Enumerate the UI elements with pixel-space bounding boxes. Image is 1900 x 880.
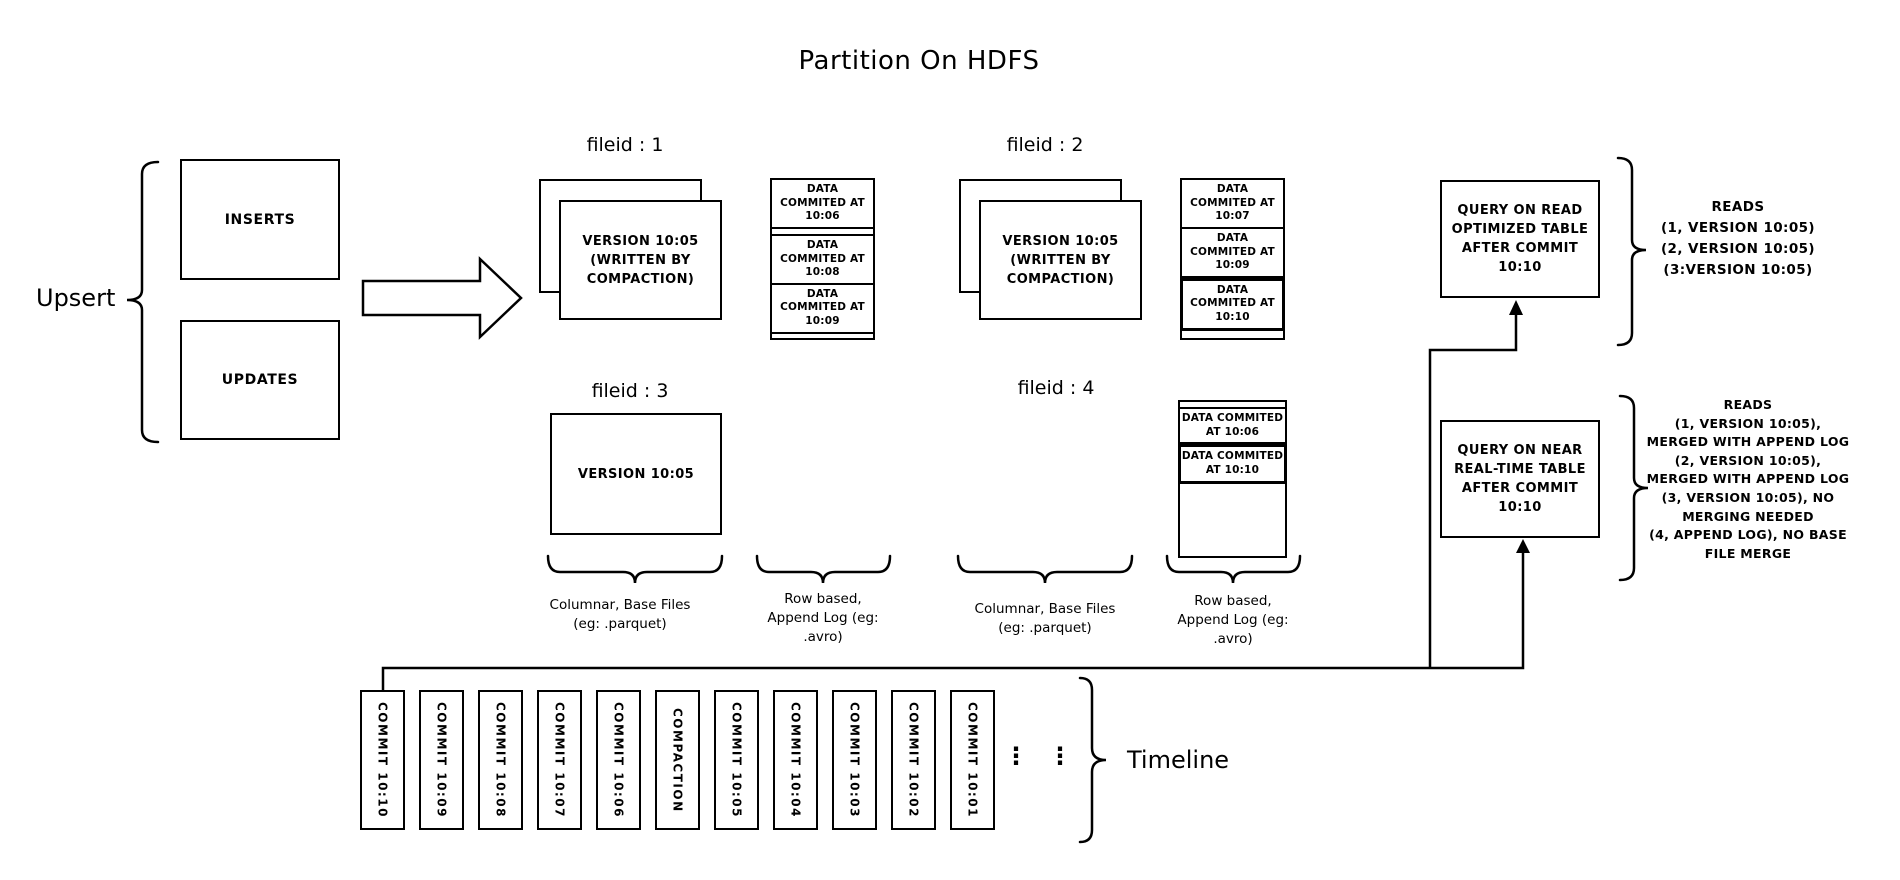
fileid-3-version-box: VERSION 10:05 — [550, 413, 722, 535]
append-log-box-2: DATA COMMITED AT 10:07 DATA COMMITED AT … — [1180, 178, 1285, 340]
query-read-optimized-box: QUERY ON READ OPTIMIZED TABLE AFTER COMM… — [1440, 180, 1600, 298]
label-line: (eg: .parquet) — [573, 616, 667, 632]
row-based-brace-1 — [755, 554, 892, 584]
log-entry: DATA COMMITED AT 10:09 — [772, 285, 873, 334]
query-line: AFTER COMMIT — [1461, 481, 1579, 496]
version-line: (WRITTEN BY — [1010, 252, 1111, 268]
row-based-append-log-label-2: Row based, Append Log (eg: .avro) — [1163, 592, 1303, 649]
reads-line: (4, APPEND LOG), NO BASE — [1649, 527, 1847, 543]
log-spacer — [1180, 402, 1285, 409]
version-line: VERSION 10:05 — [577, 466, 695, 482]
arrowhead-read-optimized — [1509, 300, 1523, 315]
log-entry-latest: DATA COMMITED AT 10:10 — [1178, 444, 1287, 484]
reads-line: READS — [1723, 397, 1773, 412]
label-line: Row based, — [1194, 593, 1272, 609]
label-line: (eg: .parquet) — [998, 620, 1092, 636]
timeline-ellipsis: ⋮ — [1004, 742, 1028, 770]
reads-line: MERGING NEEDED — [1682, 508, 1814, 524]
query-line: QUERY ON NEAR — [1457, 443, 1583, 458]
timeline-row: COMMIT 10:10 COMMIT 10:09 COMMIT 10:08 C… — [360, 690, 995, 830]
reads-brace-read-optimized — [1616, 156, 1647, 347]
log-entry: DATA COMMITED AT 10:08 — [772, 236, 873, 285]
timeline-ellipsis: ⋮ — [1048, 742, 1072, 770]
timeline-commit: COMMIT 10:08 — [478, 690, 523, 830]
label-line: Append Log (eg: — [1177, 612, 1289, 628]
query-line: QUERY ON READ — [1457, 203, 1583, 218]
reads-line: READS — [1711, 199, 1765, 215]
row-based-brace-2 — [1165, 554, 1302, 584]
fileid-1-version-box: VERSION 10:05 (WRITTEN BY COMPACTION) — [559, 200, 722, 320]
version-line: VERSION 10:05 — [1002, 233, 1119, 249]
columnar-base-files-label-2: Columnar, Base Files (eg: .parquet) — [965, 600, 1125, 638]
append-log-box-1: DATA COMMITED AT 10:06 DATA COMMITED AT … — [770, 178, 875, 340]
version-line: COMPACTION) — [586, 271, 695, 287]
label-line: .avro) — [1213, 631, 1253, 647]
reads-line: FILE MERGE — [1704, 545, 1792, 561]
log-spacer — [772, 229, 873, 236]
query-line: 10:10 — [1498, 500, 1542, 515]
log-entry: DATA COMMITED AT 10:09 — [1182, 229, 1283, 278]
query-line: AFTER COMMIT — [1461, 241, 1579, 256]
timeline-commit: COMMIT 10:06 — [596, 690, 641, 830]
fileid-3-label: fileid : 3 — [591, 380, 669, 402]
upsert-label: Upsert — [36, 284, 116, 312]
commit-arrow-label: Commit 10:10 — [365, 289, 477, 307]
timeline-commit: COMMIT 10:07 — [537, 690, 582, 830]
row-based-append-log-label-1: Row based, Append Log (eg: .avro) — [753, 590, 893, 647]
append-log-box-4: DATA COMMITED AT 10:06 DATA COMMITED AT … — [1178, 400, 1287, 558]
query-near-real-time-box: QUERY ON NEAR REAL-TIME TABLE AFTER COMM… — [1440, 420, 1600, 538]
reads-read-optimized: READS (1, VERSION 10:05) (2, VERSION 10:… — [1643, 197, 1833, 281]
inserts-box: INSERTS — [180, 159, 340, 280]
timeline-commit: COMMIT 10:10 — [360, 690, 405, 830]
columnar-brace-2 — [956, 554, 1134, 584]
query-line: 10:10 — [1498, 260, 1542, 275]
fileid-1-label: fileid : 1 — [586, 134, 664, 156]
version-line: COMPACTION) — [1006, 271, 1115, 287]
timeline-commit: COMMIT 10:09 — [419, 690, 464, 830]
upsert-brace — [126, 160, 160, 444]
log-entry: DATA COMMITED AT 10:06 — [772, 180, 873, 229]
timeline-compaction: COMPACTION — [655, 690, 700, 830]
label-line: Row based, — [784, 591, 862, 607]
columnar-base-files-label-1: Columnar, Base Files (eg: .parquet) — [540, 596, 700, 634]
log-entry: DATA COMMITED AT 10:07 — [1182, 180, 1283, 229]
reads-near-real-time: READS (1, VERSION 10:05), MERGED WITH AP… — [1633, 396, 1863, 563]
label-line: .avro) — [803, 629, 843, 645]
fileid-2-label: fileid : 2 — [1006, 134, 1084, 156]
timeline-commit: COMMIT 10:01 — [950, 690, 995, 830]
reads-line: (3:VERSION 10:05) — [1663, 262, 1813, 278]
fileid-2-version-box: VERSION 10:05 (WRITTEN BY COMPACTION) — [979, 200, 1142, 320]
reads-line: (1, VERSION 10:05) — [1660, 220, 1816, 236]
version-line: VERSION 10:05 — [582, 233, 699, 249]
page-title: Partition On HDFS — [798, 46, 1040, 76]
timeline-commit: COMMIT 10:03 — [832, 690, 877, 830]
reads-line: (2, VERSION 10:05), — [1674, 452, 1822, 468]
reads-line: MERGED WITH APPEND LOG — [1646, 471, 1850, 487]
reads-line: (2, VERSION 10:05) — [1660, 241, 1816, 257]
reads-line: MERGED WITH APPEND LOG — [1646, 434, 1850, 450]
label-line: Columnar, Base Files — [549, 597, 691, 613]
query-line: REAL-TIME TABLE — [1454, 462, 1586, 477]
timeline-commit: COMMIT 10:02 — [891, 690, 936, 830]
timeline-label: Timeline — [1127, 746, 1230, 774]
label-line: Append Log (eg: — [767, 610, 879, 626]
reads-line: (1, VERSION 10:05), — [1674, 415, 1822, 431]
timeline-commit: COMMIT 10:04 — [773, 690, 818, 830]
timeline-brace — [1078, 676, 1107, 844]
arrowhead-near-real-time — [1516, 539, 1530, 553]
version-line: (WRITTEN BY — [590, 252, 691, 268]
label-line: Columnar, Base Files — [974, 601, 1116, 617]
updates-box: UPDATES — [180, 320, 340, 440]
log-entry-latest: DATA COMMITED AT 10:10 — [1180, 277, 1285, 331]
reads-line: (3, VERSION 10:05), NO — [1661, 489, 1835, 505]
fileid-4-label: fileid : 4 — [1017, 377, 1095, 399]
query-line: OPTIMIZED TABLE — [1451, 222, 1589, 237]
columnar-brace-1 — [546, 554, 724, 584]
timeline-commit: COMMIT 10:05 — [714, 690, 759, 830]
log-entry: DATA COMMITED AT 10:06 — [1180, 409, 1285, 445]
